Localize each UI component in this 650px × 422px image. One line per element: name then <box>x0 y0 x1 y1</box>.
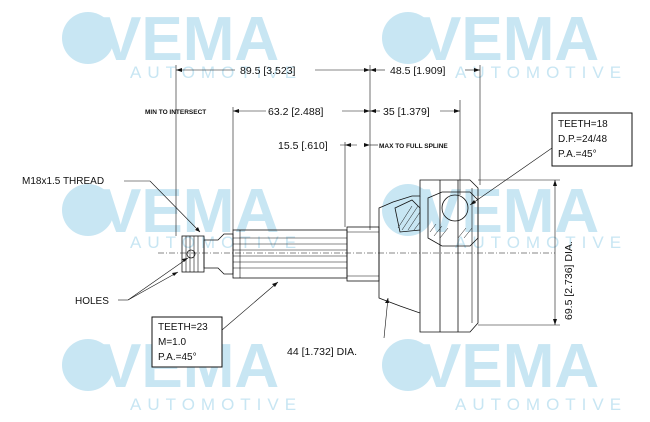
dimension-overall-left: 89.5 [3.523] <box>240 65 296 77</box>
spline-spec-m: M=1.0 <box>158 337 187 348</box>
watermark-brand: VEMA <box>420 332 599 401</box>
watermark-sub: AUTOMOTIVE <box>455 63 627 82</box>
spline-spec-frame <box>151 316 223 368</box>
inner-spec-teeth: TEETH=18 <box>558 119 608 130</box>
inner-spec-dp: D.P.=24/48 <box>558 134 607 145</box>
watermark-sub: AUTOMOTIVE <box>455 395 627 414</box>
watermark-top-right: VEMA AUTOMOTIVE <box>382 5 627 82</box>
watermark-logo-icon <box>382 12 434 64</box>
spline-spec-pa: P.A.=45° <box>158 352 197 363</box>
dimension-overall: 89.5 [3.523] 48.5 [1.909] <box>175 65 481 236</box>
inner-race-section <box>394 199 421 233</box>
watermark-logo-icon <box>62 339 114 391</box>
dimension-full-spline: 15.5 [.610] MAX TO FULL SPLINE <box>278 140 448 227</box>
watermark-bottom-right: VEMA AUTOMOTIVE <box>382 332 627 414</box>
dimension-mid: 35 [1.379] <box>383 106 430 118</box>
shaft-collar <box>346 226 380 282</box>
watermark-sub: AUTOMOTIVE <box>130 233 302 252</box>
dimension-bell-dia: 69.5 [2.736] DIA. <box>563 241 575 320</box>
watermark-logo-icon <box>382 184 434 236</box>
thread-label: M18x1.5 THREAD <box>22 176 104 187</box>
dimension-bell-diameter: 69.5 [2.736] DIA. <box>478 179 575 326</box>
thread-callout: M18x1.5 THREAD <box>22 176 201 233</box>
watermark-brand: VEMA <box>420 177 599 246</box>
watermark-brand: VEMA <box>100 177 279 246</box>
holes-label: HOLES <box>75 296 109 307</box>
cage-outline <box>427 191 479 247</box>
watermark-sub: AUTOMOTIVE <box>130 395 302 414</box>
watermark-mid-right: VEMA AUTOMOTIVE <box>382 177 627 252</box>
watermark-brand: VEMA <box>100 5 279 74</box>
watermark-sub: AUTOMOTIVE <box>130 63 302 82</box>
cv-joint-part <box>181 179 479 333</box>
max-to-full-spline-label: MAX TO FULL SPLINE <box>379 143 448 150</box>
inner-spec-pa: P.A.=45° <box>558 149 597 160</box>
bell-housing <box>378 179 479 333</box>
watermark-top-left: VEMA AUTOMOTIVE <box>62 5 302 82</box>
spline-spec-box: TEETH=23 M=1.0 P.A.=45° <box>151 281 279 368</box>
watermark-sub: AUTOMOTIVE <box>455 233 627 252</box>
inner-spec-frame <box>551 112 633 167</box>
dimension-overall-right: 48.5 [1.909] <box>390 65 446 77</box>
dimension-max-to-full-spline: 15.5 [.610] <box>278 140 328 152</box>
holes-callout: HOLES <box>75 257 189 307</box>
spline-spec-teeth: TEETH=23 <box>158 322 208 333</box>
ball-cage <box>441 194 469 222</box>
watermark-brand: VEMA <box>420 5 599 74</box>
watermark-logo-icon <box>62 184 114 236</box>
inner-spec-box: TEETH=18 D.P.=24/48 P.A.=45° <box>469 112 633 206</box>
dimension-min-to-intersect: 63.2 [2.488] <box>268 106 324 118</box>
dimension-shaft-dia: 44 [1.732] DIA. <box>287 346 357 358</box>
watermark-layer: VEMA AUTOMOTIVE VEMA AUTOMOTIVE VEMA AUT… <box>62 5 627 414</box>
dimension-shaft-diameter: 44 [1.732] DIA. <box>287 297 389 358</box>
min-to-intersect-label: MIN TO INTERSECT <box>145 109 206 116</box>
dimension-intersect: MIN TO INTERSECT 63.2 [2.488] 35 [1.379] <box>145 100 461 230</box>
watermark-logo-icon <box>382 339 434 391</box>
watermark-logo-icon <box>62 12 114 64</box>
cotter-hole <box>186 249 196 259</box>
